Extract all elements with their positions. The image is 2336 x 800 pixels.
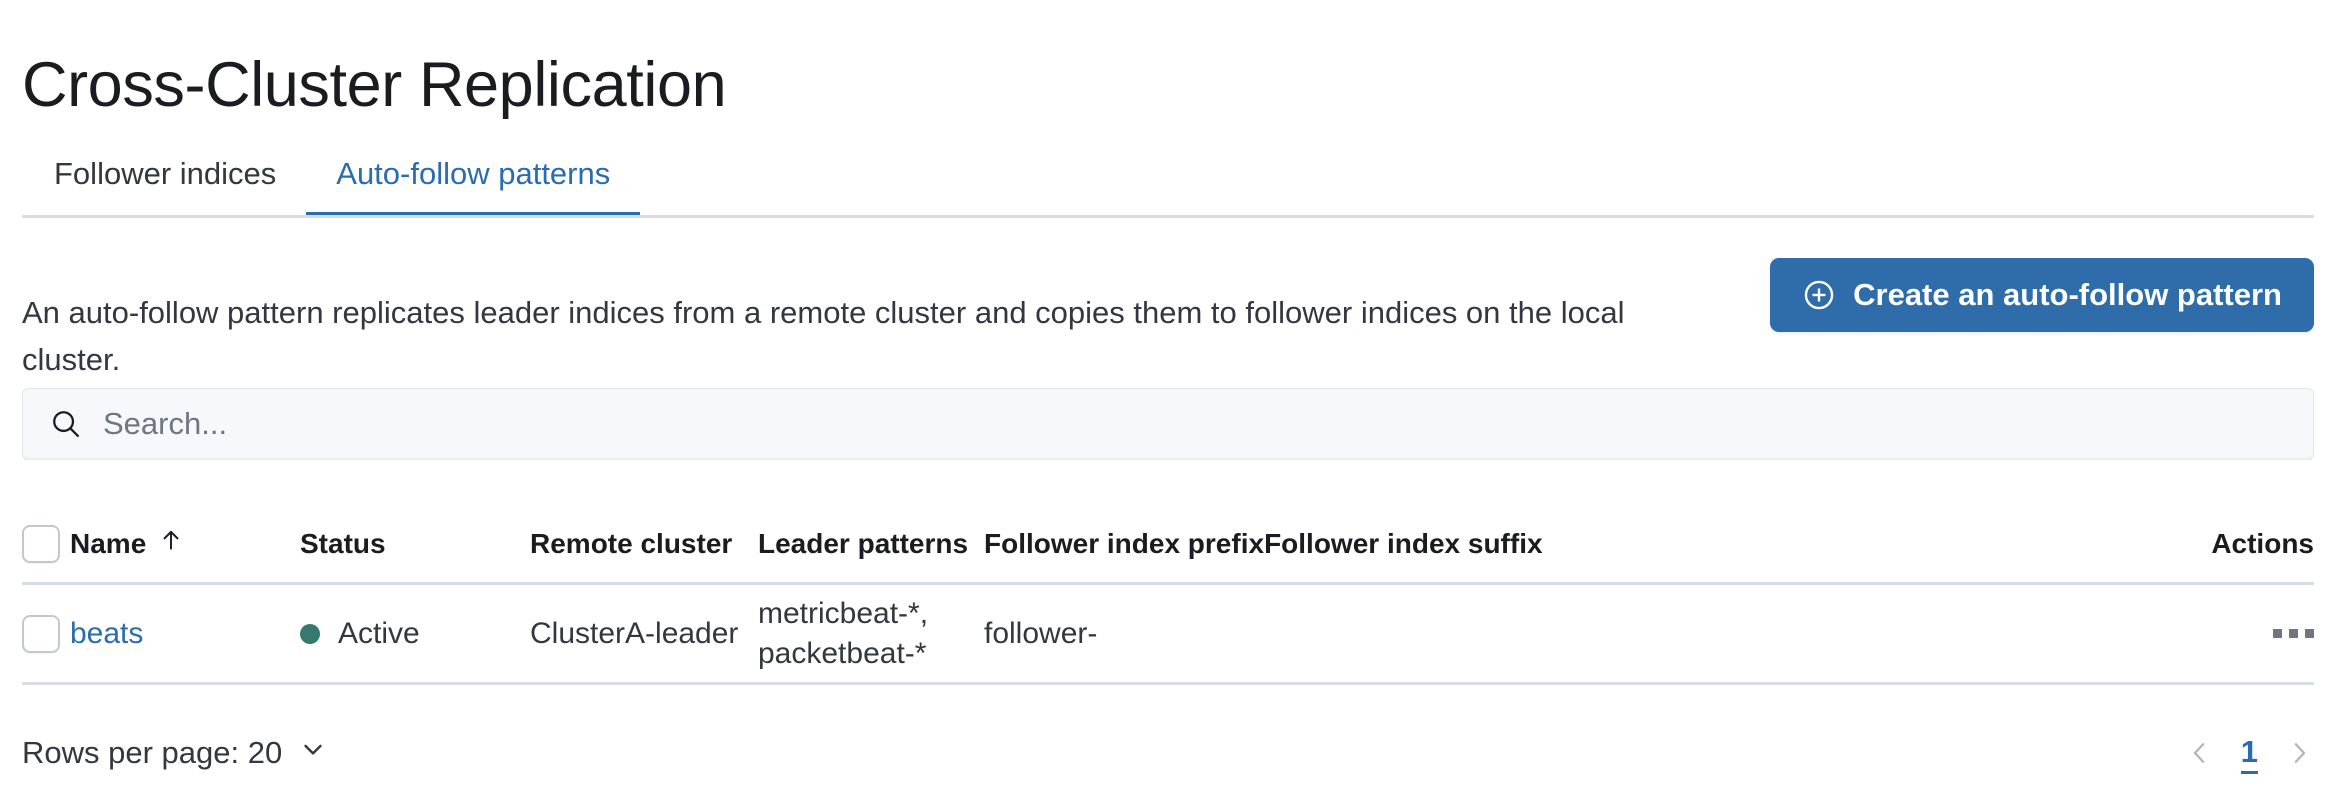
status-label: Active: [338, 616, 420, 650]
column-header-follower-index-prefix[interactable]: Follower index prefix: [984, 528, 1264, 560]
tab-auto-follow-patterns-label: Auto-follow patterns: [336, 156, 611, 191]
row-select-cell: [22, 614, 70, 653]
select-all-checkbox[interactable]: [22, 524, 60, 563]
cell-leader-patterns: metricbeat-*, packetbeat-*: [758, 596, 929, 670]
chevron-down-icon: [298, 734, 328, 772]
plus-in-circle-icon: [1802, 278, 1836, 312]
tab-follower-indices-label: Follower indices: [54, 156, 277, 191]
column-header-leader-patterns-label: Leader patterns: [758, 527, 969, 559]
tab-bar: Follower indices Auto-follow patterns: [22, 130, 641, 220]
column-header-leader-patterns[interactable]: Leader patterns: [758, 528, 984, 560]
status-dot-icon: [300, 623, 320, 644]
search-bar[interactable]: [22, 388, 2314, 460]
cell-status: Active: [300, 614, 530, 654]
table-row: beats Active ClusterA-leader metricbeat-…: [22, 585, 2314, 685]
auto-follow-pattern-link[interactable]: beats: [70, 616, 144, 650]
column-header-follower-index-prefix-label: Follower index prefix: [984, 527, 1265, 559]
cell-follower-index-prefix: follower-: [984, 616, 1098, 650]
column-header-actions-label: Actions: [2211, 527, 2314, 559]
tab-follower-indices[interactable]: Follower indices: [22, 130, 306, 218]
column-header-status-label: Status: [300, 527, 386, 559]
column-header-status[interactable]: Status: [300, 528, 530, 560]
cell-name: beats: [70, 617, 300, 651]
select-all-cell: [22, 524, 70, 563]
column-header-remote-cluster[interactable]: Remote cluster: [530, 528, 758, 560]
rows-per-page-label: Rows per page: 20: [22, 735, 283, 770]
page-description: An auto-follow pattern replicates leader…: [22, 295, 1625, 377]
search-input[interactable]: [101, 405, 2287, 443]
kebab-dot-3: [2305, 629, 2314, 638]
column-header-follower-index-suffix-label: Follower index suffix: [1264, 527, 1543, 559]
auto-follow-patterns-table: Name Status Remote cluster Leader patter…: [22, 505, 2314, 685]
column-header-name[interactable]: Name: [70, 527, 300, 560]
cell-actions: [2194, 619, 2314, 648]
rows-per-page-selector[interactable]: Rows per page: 20: [22, 734, 328, 772]
cell-remote-cluster: ClusterA-leader: [530, 616, 739, 650]
row-select-checkbox[interactable]: [22, 614, 60, 653]
tab-bar-divider: [22, 215, 2314, 218]
chevron-left-icon[interactable]: [2185, 738, 2215, 768]
column-header-actions: Actions: [2194, 528, 2314, 560]
chevron-right-icon[interactable]: [2284, 738, 2314, 768]
kebab-dot-2: [2289, 629, 2298, 638]
tab-auto-follow-patterns[interactable]: Auto-follow patterns: [306, 130, 641, 218]
column-header-name-label: Name: [70, 527, 147, 559]
page-title: Cross-Cluster Replication: [22, 50, 727, 121]
kebab-menu-icon[interactable]: [2263, 619, 2314, 648]
pagination-page-1[interactable]: 1: [2240, 733, 2258, 774]
table-header-row: Name Status Remote cluster Leader patter…: [22, 505, 2314, 585]
search-icon: [49, 407, 83, 441]
create-auto-follow-pattern-label: Create an auto-follow pattern: [1853, 277, 2282, 312]
arrow-up-icon: [158, 527, 184, 560]
kebab-dot-1: [2273, 629, 2282, 638]
table-footer: Rows per page: 20 1: [22, 718, 2314, 788]
column-header-follower-index-suffix[interactable]: Follower index suffix: [1264, 528, 2194, 560]
create-auto-follow-pattern-button[interactable]: Create an auto-follow pattern: [1770, 258, 2314, 332]
pagination: 1: [2185, 733, 2314, 774]
column-header-remote-cluster-label: Remote cluster: [530, 527, 733, 559]
